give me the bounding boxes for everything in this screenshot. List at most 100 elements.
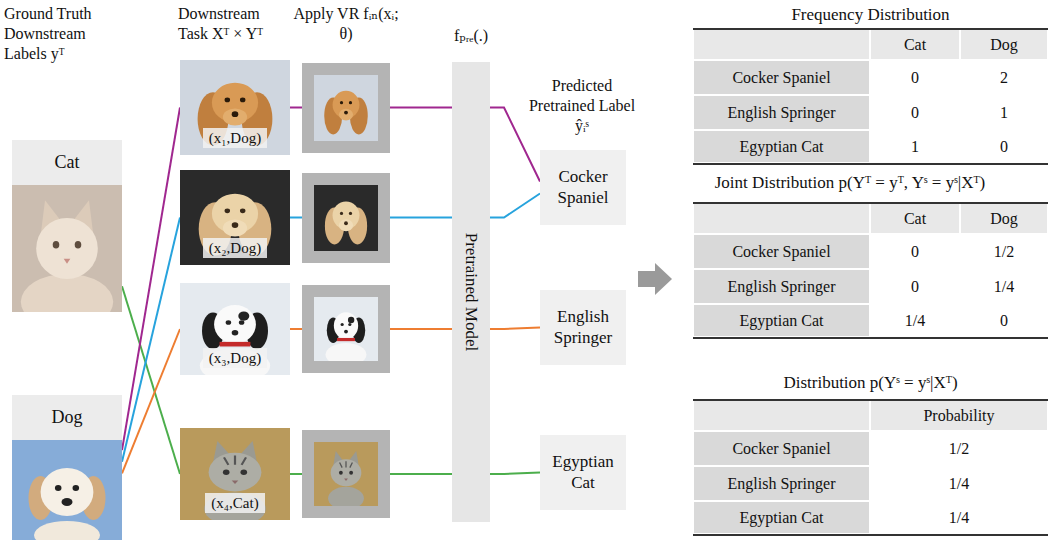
column-header: Downstream Task Xᵀ × Yᵀ — [178, 4, 284, 44]
vr-frame — [302, 430, 390, 518]
model-name: Pretrained Model — [461, 233, 481, 352]
table-cell: Cat — [871, 30, 959, 59]
class-label-box: Cat — [12, 140, 122, 312]
table-cell: 1/2 — [961, 235, 1047, 268]
table-cell: 1/4 — [871, 502, 1047, 533]
block-arrow — [638, 263, 672, 295]
sample-caption: (x₁,Dog) — [203, 128, 267, 148]
table-text: 1/2 — [949, 440, 969, 458]
image-sample: (x₁,Dog) — [180, 60, 290, 155]
table-cell — [694, 30, 869, 59]
table-cell: 0 — [961, 305, 1047, 336]
table-cell: Dog — [961, 204, 1047, 233]
table-text: Egyptian Cat — [740, 509, 824, 527]
table-cell: Dog — [961, 30, 1047, 59]
table-text: English Springer — [728, 475, 836, 493]
table-text: Dog — [990, 210, 1018, 228]
image-sample: (x₂,Dog) — [180, 170, 290, 265]
table-text: Cocker Spaniel — [732, 243, 830, 261]
sample-caption: (x₂,Dog) — [203, 238, 267, 258]
column-header: Predicted Pretrained Label ŷᵢˢ — [524, 76, 640, 136]
table-text: 0 — [911, 243, 919, 261]
table-text: 2 — [1000, 69, 1008, 87]
predicted-label: Cocker Spaniel — [546, 167, 620, 208]
table-text: Egyptian Cat — [740, 138, 824, 156]
vr-photo — [314, 297, 378, 366]
vr-photo — [314, 185, 378, 251]
table-text: Cocker Spaniel — [732, 69, 830, 87]
table-text: Cat — [904, 36, 926, 54]
table-cell: Egyptian Cat — [694, 131, 869, 162]
table-cell: Egyptian Cat — [694, 305, 869, 336]
table-cell: Probability — [871, 401, 1047, 430]
vr-frame — [302, 63, 390, 153]
label-photo — [12, 185, 122, 330]
function-name: fₚᵣₑ(.) — [434, 26, 508, 46]
table-cell: 0 — [871, 61, 959, 94]
predicted-label-box: Cocker Spaniel — [540, 150, 626, 225]
table-cell: English Springer — [694, 96, 869, 129]
image-sample: (x₃,Dog) — [180, 283, 290, 375]
vr-photo — [314, 442, 378, 510]
table-cell: 0 — [961, 131, 1047, 162]
table-title: Distribution p(Yˢ = yˢ|Xᵀ) — [693, 372, 1048, 393]
connector — [122, 329, 180, 473]
table-cell: Cocker Spaniel — [694, 61, 869, 94]
class-label-box: Dog — [12, 395, 122, 540]
table-cell: 1/2 — [871, 432, 1047, 465]
table-text: 0 — [911, 69, 919, 87]
sample-photo — [180, 283, 290, 382]
table-cell: Cat — [871, 204, 959, 233]
table-cell: 0 — [871, 235, 959, 268]
table-text: Dog — [990, 36, 1018, 54]
predicted-label: Egyptian Cat — [546, 452, 620, 493]
table-cell — [694, 204, 869, 233]
column-header: Apply VR fᵢₙ(xᵢ; θ) — [292, 4, 400, 44]
table-cell: 0 — [871, 270, 959, 303]
table-text: 1/2 — [994, 243, 1014, 261]
vr-frame — [302, 285, 390, 373]
connector — [122, 286, 180, 474]
vr-photo — [314, 75, 378, 141]
table-text: 1/4 — [994, 278, 1014, 296]
table-cell — [694, 401, 869, 430]
table-text: Cocker Spaniel — [732, 440, 830, 458]
table-text: 1 — [1000, 104, 1008, 122]
table-text: 1/4 — [949, 475, 969, 493]
table-cell: 0 — [871, 96, 959, 129]
table-cell: English Springer — [694, 270, 869, 303]
table-cell: 1/4 — [871, 305, 959, 336]
image-sample: (x₄,Cat) — [180, 428, 290, 520]
table-cell: 2 — [961, 61, 1047, 94]
table-cell: Cocker Spaniel — [694, 432, 869, 465]
sample-photo — [180, 60, 290, 155]
table-text: Probability — [923, 407, 994, 425]
table-cell: 1/4 — [871, 467, 1047, 500]
table-title: Joint Distribution p(Yᵀ = yᵀ, Yˢ = yˢ|Xᵀ… — [648, 172, 1052, 193]
class-label: Cat — [12, 140, 122, 185]
connector — [122, 218, 180, 462]
sample-caption: (x₄,Cat) — [205, 493, 264, 513]
table-cell: English Springer — [694, 467, 869, 500]
table-text: English Springer — [728, 104, 836, 122]
table-cell: 1 — [871, 131, 959, 162]
column-header: Ground Truth Downstream Labels yᵀ — [4, 4, 118, 64]
label-photo — [12, 440, 122, 542]
table-cell: 1 — [961, 96, 1047, 129]
sample-photo — [180, 428, 290, 526]
table-title: Frequency Distribution — [693, 4, 1048, 25]
class-label: Dog — [12, 395, 122, 440]
table-text: 1 — [911, 138, 919, 156]
table-text: English Springer — [728, 278, 836, 296]
sample-photo — [180, 170, 290, 265]
predicted-label-box: English Springer — [540, 290, 626, 365]
predicted-label: English Springer — [546, 307, 620, 348]
table-text: 1/4 — [905, 312, 925, 330]
table-text: Cat — [904, 210, 926, 228]
predicted-label-box: Egyptian Cat — [540, 435, 626, 510]
table-cell: 1/4 — [961, 270, 1047, 303]
table-text: 0 — [911, 104, 919, 122]
table-text: 1/4 — [949, 509, 969, 527]
table-text: 0 — [1000, 138, 1008, 156]
